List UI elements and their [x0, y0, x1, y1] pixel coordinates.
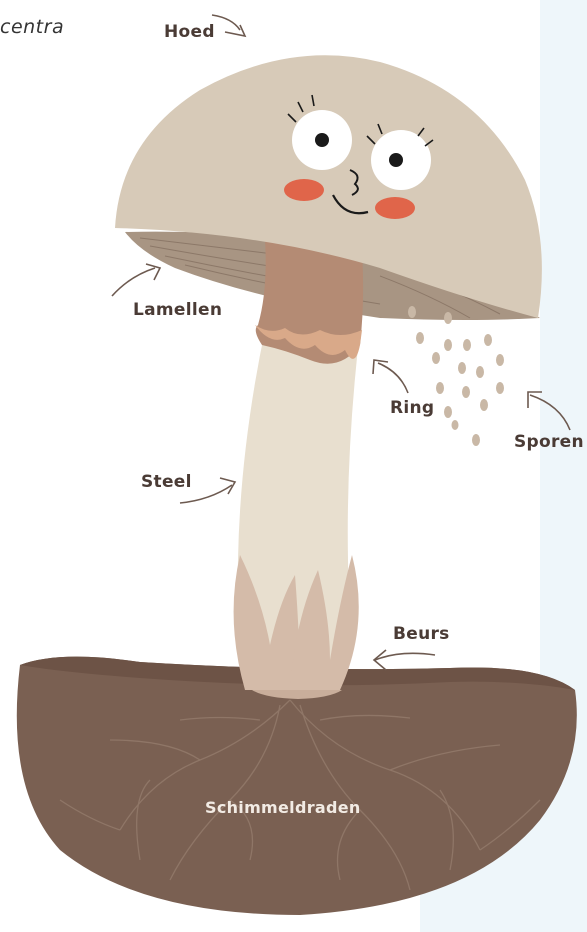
spores [408, 306, 504, 446]
label-steel: Steel [141, 472, 192, 492]
label-sporen: Sporen [514, 432, 584, 452]
label-ring: Ring [390, 398, 434, 418]
left-pupil [315, 133, 329, 147]
right-cheek [375, 197, 415, 219]
label-schimmeldraden: Schimmeldraden [205, 798, 361, 817]
arrow-beurs [375, 653, 435, 660]
arrow-lamellen [112, 268, 155, 296]
arrowhead-lamellen [146, 264, 160, 280]
arrowhead-sporen [528, 392, 542, 408]
arrowhead-hoed [225, 25, 245, 36]
arrow-sporen [530, 395, 570, 430]
arrow-ring [378, 363, 408, 393]
label-hoed: Hoed [164, 22, 215, 42]
left-cheek [284, 179, 324, 201]
right-pupil [389, 153, 403, 167]
label-lamellen: Lamellen [133, 300, 222, 320]
label-beurs: Beurs [393, 624, 450, 644]
arrow-hoed [212, 15, 240, 30]
